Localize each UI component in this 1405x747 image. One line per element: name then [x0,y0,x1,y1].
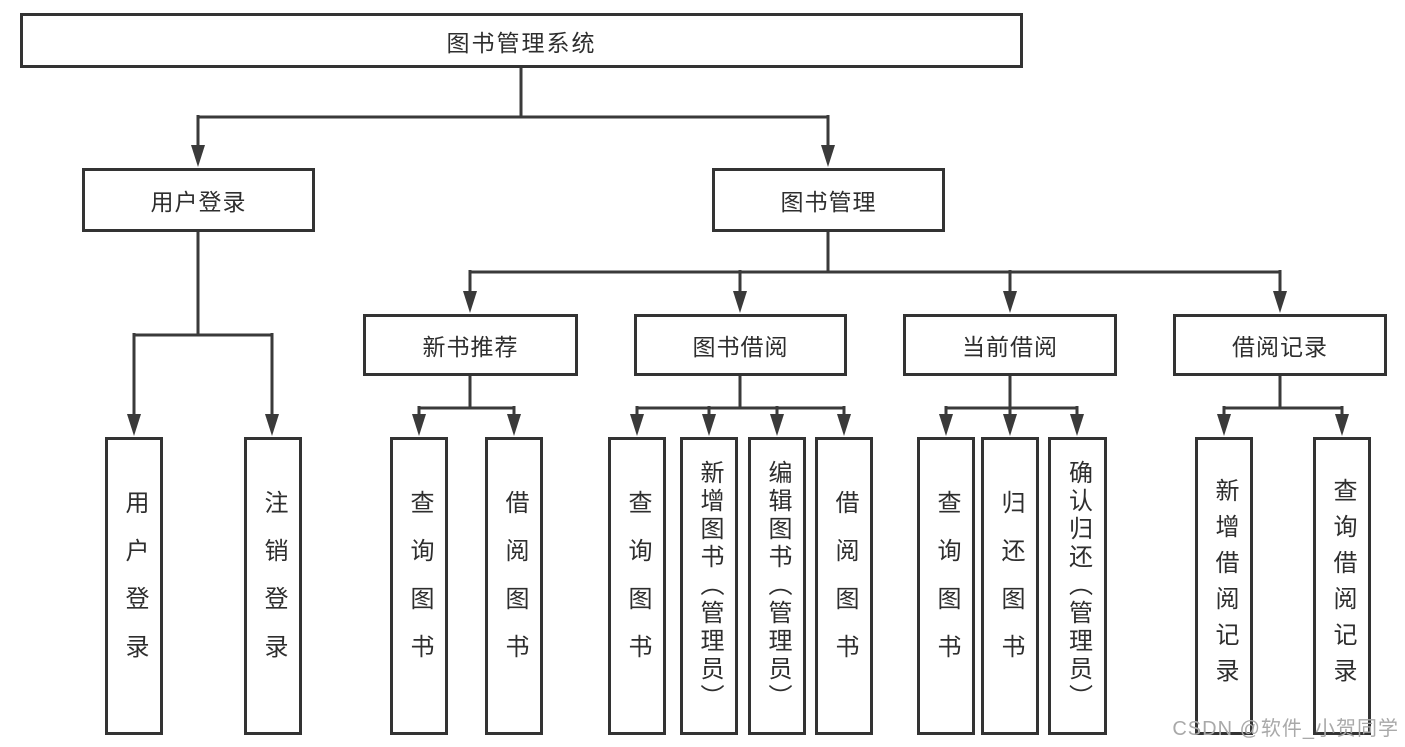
node-borrowing-records: 借阅记录 [1173,314,1387,376]
leaf-label: 确认归还（管理员） [1064,460,1092,712]
leaf-confirm-return-admin: 确认归还（管理员） [1048,437,1107,735]
leaf-label: 借阅图书 [501,490,528,682]
leaf-query-borrow-record: 查询借阅记录 [1313,437,1371,735]
node-user-login: 用户登录 [82,168,315,232]
leaf-return-books: 归还图书 [981,437,1039,735]
node-library-management-system: 图书管理系统 [20,13,1023,68]
leaf-label: 查询图书 [406,490,433,682]
leaf-label: 注销登录 [260,490,287,682]
leaf-label: 查询图书 [624,490,651,682]
leaf-borrow-books: 借阅图书 [815,437,873,735]
leaf-label: 新增图书（管理员） [696,460,723,712]
csdn-watermark: CSDN @软件_小贺同学 [1172,718,1399,740]
leaf-query-books-recommend: 查询图书 [390,437,448,735]
leaf-label: 编辑图书（管理员） [764,460,791,712]
node-label: 用户登录 [150,189,247,215]
leaf-label: 新增借阅记录 [1211,478,1238,694]
node-label: 借阅记录 [1232,334,1328,360]
node-book-borrowing: 图书借阅 [634,314,847,376]
leaf-user-login: 用户登录 [105,437,163,735]
leaf-borrow-books-recommend: 借阅图书 [485,437,543,735]
node-label: 图书管理 [780,189,877,215]
node-label: 当前借阅 [962,334,1058,360]
leaf-query-books-current: 查询图书 [917,437,975,735]
leaf-query-books-borrowing: 查询图书 [608,437,666,735]
leaf-edit-books-admin: 编辑图书（管理员） [748,437,806,735]
leaf-logout: 注销登录 [244,437,302,735]
leaf-add-books-admin: 新增图书（管理员） [680,437,738,735]
leaf-label: 查询图书 [933,490,960,682]
node-new-book-recommendation: 新书推荐 [363,314,578,376]
node-label: 新书推荐 [422,334,519,360]
leaf-label: 查询借阅记录 [1329,478,1356,694]
leaf-label: 归还图书 [997,490,1024,682]
arrowheads [127,145,1349,436]
leaf-label: 借阅图书 [831,490,858,682]
node-current-borrowing: 当前借阅 [903,314,1117,376]
node-label: 图书借阅 [692,334,789,360]
node-book-management: 图书管理 [712,168,945,232]
leaf-add-borrow-record: 新增借阅记录 [1195,437,1253,735]
leaf-label: 用户登录 [121,490,148,682]
node-label: 图书管理系统 [446,29,597,56]
